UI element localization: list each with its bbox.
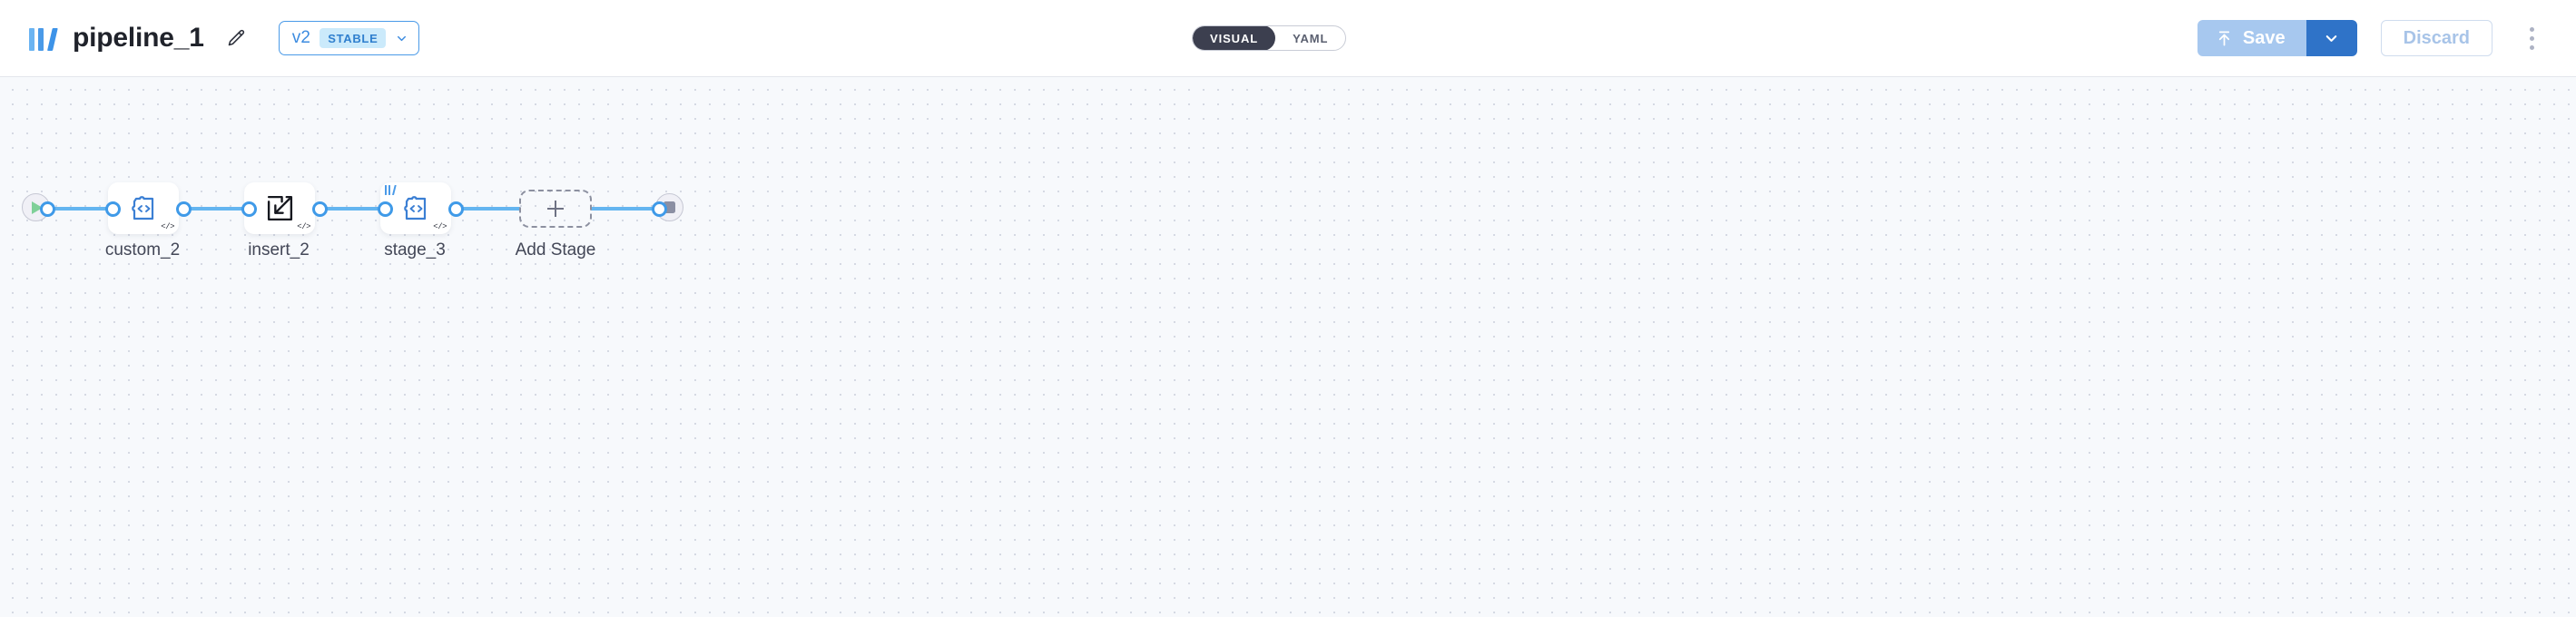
top-toolbar: pipeline_1 v2 STABLE VISUAL YAML — [0, 0, 2576, 77]
connector-port[interactable] — [241, 201, 257, 217]
save-options-dropdown[interactable] — [2306, 20, 2357, 56]
edge-stage3-to-addstage — [454, 207, 521, 211]
edge-custom2-to-insert2 — [182, 207, 249, 211]
connector-port[interactable] — [652, 201, 667, 217]
view-mode-toggle[interactable]: VISUAL YAML — [1192, 25, 1347, 51]
node-label-stage_3: stage_3 — [384, 240, 446, 260]
discard-button[interactable]: Discard — [2380, 20, 2492, 56]
kebab-menu-icon[interactable] — [2518, 20, 2545, 56]
upload-arrow-icon — [2218, 31, 2230, 45]
version-number: v2 — [291, 28, 311, 47]
code-badge: </> — [161, 222, 174, 231]
edge-addstage-to-end — [590, 207, 657, 211]
insert-arrow-icon — [267, 195, 292, 221]
page-title: pipeline_1 — [73, 23, 204, 53]
code-badge: </> — [297, 222, 310, 231]
chevron-down-icon — [2325, 34, 2337, 42]
connector-port[interactable] — [105, 201, 121, 217]
connector-port[interactable] — [312, 201, 328, 217]
puzzle-code-icon — [404, 195, 427, 220]
toolbar-right-group: Save Discard — [2197, 20, 2545, 56]
toolbar-left-group: pipeline_1 v2 STABLE — [27, 21, 420, 55]
save-button-label: Save — [2242, 27, 2286, 48]
connector-port[interactable] — [448, 201, 464, 217]
chevron-down-icon — [398, 35, 407, 41]
save-button[interactable]: Save — [2197, 20, 2306, 56]
discard-button-label: Discard — [2403, 27, 2470, 48]
brand-bars-logo-icon — [27, 24, 58, 52]
edge-insert2-to-stage3 — [318, 207, 385, 211]
pipeline-canvas[interactable]: </> </> — [0, 77, 2576, 617]
node-label-add-stage: Add Stage — [515, 240, 596, 260]
brand-bars-badge-icon — [384, 184, 397, 195]
save-button-group: Save — [2197, 20, 2357, 56]
puzzle-code-icon — [132, 195, 154, 220]
code-badge: </> — [433, 222, 447, 231]
version-selector[interactable]: v2 STABLE — [278, 21, 420, 55]
add-stage-button[interactable] — [519, 190, 592, 228]
version-status-badge: STABLE — [320, 28, 387, 48]
pencil-edit-icon[interactable] — [221, 23, 251, 54]
connector-port[interactable] — [40, 201, 55, 217]
connector-port[interactable] — [176, 201, 192, 217]
tab-yaml[interactable]: YAML — [1293, 31, 1329, 45]
node-label-insert_2: insert_2 — [248, 240, 310, 260]
connector-port[interactable] — [378, 201, 393, 217]
edge-start-to-custom2 — [45, 207, 113, 211]
tab-visual[interactable]: VISUAL — [1193, 26, 1276, 50]
node-label-custom_2: custom_2 — [104, 240, 181, 260]
